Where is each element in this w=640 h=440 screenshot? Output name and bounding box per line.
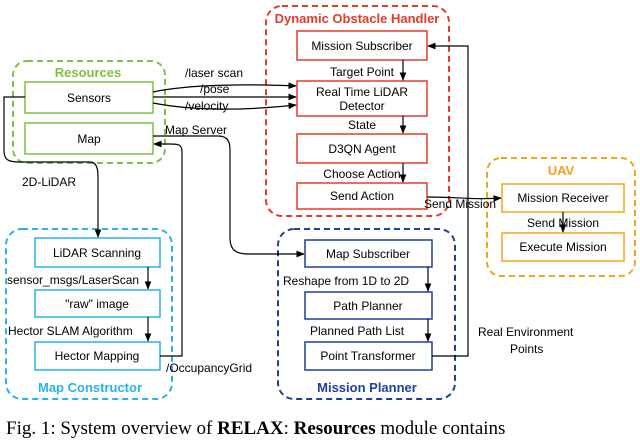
label-lidar-scanning: LiDAR Scanning	[53, 246, 141, 260]
caption-prefix: Fig. 1: System overview of	[6, 418, 218, 439]
edge-velocity	[152, 102, 297, 110]
group-title-mission-planner: Mission Planner	[317, 380, 417, 395]
edge-label-pose: /pose	[200, 82, 230, 96]
edge-label-planned-path: Planned Path List	[310, 324, 405, 338]
group-resources: Resources	[12, 60, 166, 164]
node-path-planner	[304, 291, 433, 320]
label-raw-image: "raw" image	[65, 297, 129, 311]
figure-caption: Fig. 1: System overview of RELAX: Resour…	[6, 418, 640, 440]
node-lidar-scanning	[34, 237, 161, 268]
label-map-subscriber: Map Subscriber	[326, 247, 410, 261]
edge-send-mission	[426, 195, 502, 202]
edge-label-real-env-line2: Points	[510, 342, 543, 356]
edge-label-reshape: Reshape from 1D to 2D	[283, 274, 409, 288]
label-mission-subscriber: Mission Subscriber	[311, 39, 412, 53]
caption-sep: :	[283, 418, 294, 439]
group-title-dynamic: Dynamic Obstacle Handler	[275, 11, 440, 26]
label-lidar-detector-line1: Real Time LiDAR	[316, 85, 408, 99]
node-hector-mapping	[34, 341, 161, 371]
label-map: Map	[77, 132, 101, 146]
node-d3qn-agent	[296, 133, 428, 164]
label-hector-mapping: Hector Mapping	[55, 349, 140, 363]
connectors	[3, 42, 567, 357]
node-mission-subscriber	[296, 30, 428, 61]
edge-real-environment	[427, 42, 469, 357]
label-sensors: Sensors	[67, 91, 111, 105]
edge-occupancy-grid	[153, 140, 183, 357]
node-raw-image	[34, 289, 161, 318]
edge-label-state: State	[348, 118, 376, 132]
label-d3qn-agent: D3QN Agent	[328, 142, 396, 156]
edge-map-server	[153, 135, 305, 258]
edge-label-real-env-line1: Real Environment	[478, 325, 574, 339]
edge-label-target-point: Target Point	[330, 65, 395, 79]
label-point-transformer: Point Transformer	[320, 349, 415, 363]
group-title-map-constructor: Map Constructor	[38, 380, 142, 395]
edge-label-occupancy-grid: /OccupancyGrid	[166, 361, 252, 375]
edge-label-hector-slam: Hector SLAM Algorithm	[8, 324, 133, 338]
node-lidar-detector	[296, 80, 428, 117]
group-title-resources: Resources	[55, 65, 121, 80]
label-lidar-detector-line2: Detector	[339, 99, 384, 113]
group-mission-planner: Mission Planner	[277, 228, 456, 400]
edge-label-velocity: /velocity	[185, 99, 228, 113]
group-uav: UAV	[486, 157, 636, 277]
group-dynamic-obstacle-handler: Dynamic Obstacle Handler	[265, 5, 450, 217]
label-mission-receiver: Mission Receiver	[517, 191, 608, 205]
edge-label-map-server: Map Server	[165, 123, 227, 137]
group-title-uav: UAV	[548, 163, 575, 178]
edge-label-send-mission: Send Mission	[424, 197, 496, 211]
node-map-subscriber	[304, 239, 433, 268]
edge-2d-lidar	[3, 96, 102, 238]
label-send-action: Send Action	[330, 189, 394, 203]
caption-system: RELAX	[217, 418, 284, 439]
node-send-action	[296, 182, 428, 210]
caption-rest: module contains	[375, 418, 506, 439]
edge-label-laser-scan-msg: sensor_msgs/LaserScan	[7, 273, 139, 287]
node-map	[24, 122, 154, 155]
group-map-constructor: Map Constructor	[5, 228, 173, 400]
node-mission-receiver	[501, 183, 625, 213]
edge-laser-scan	[152, 82, 297, 93]
caption-module: Resources	[293, 418, 376, 439]
node-execute-mission	[501, 232, 625, 262]
edge-label-2d-lidar: 2D-LiDAR	[22, 175, 76, 189]
node-point-transformer	[304, 341, 433, 371]
edge-label-choose-action: Choose Action	[323, 167, 400, 181]
label-execute-mission: Execute Mission	[519, 240, 606, 254]
edge-label-send-mission-inner: Send Mission	[527, 216, 599, 230]
edge-label-laser-scan: /laser scan	[185, 66, 243, 80]
label-path-planner: Path Planner	[333, 299, 402, 313]
